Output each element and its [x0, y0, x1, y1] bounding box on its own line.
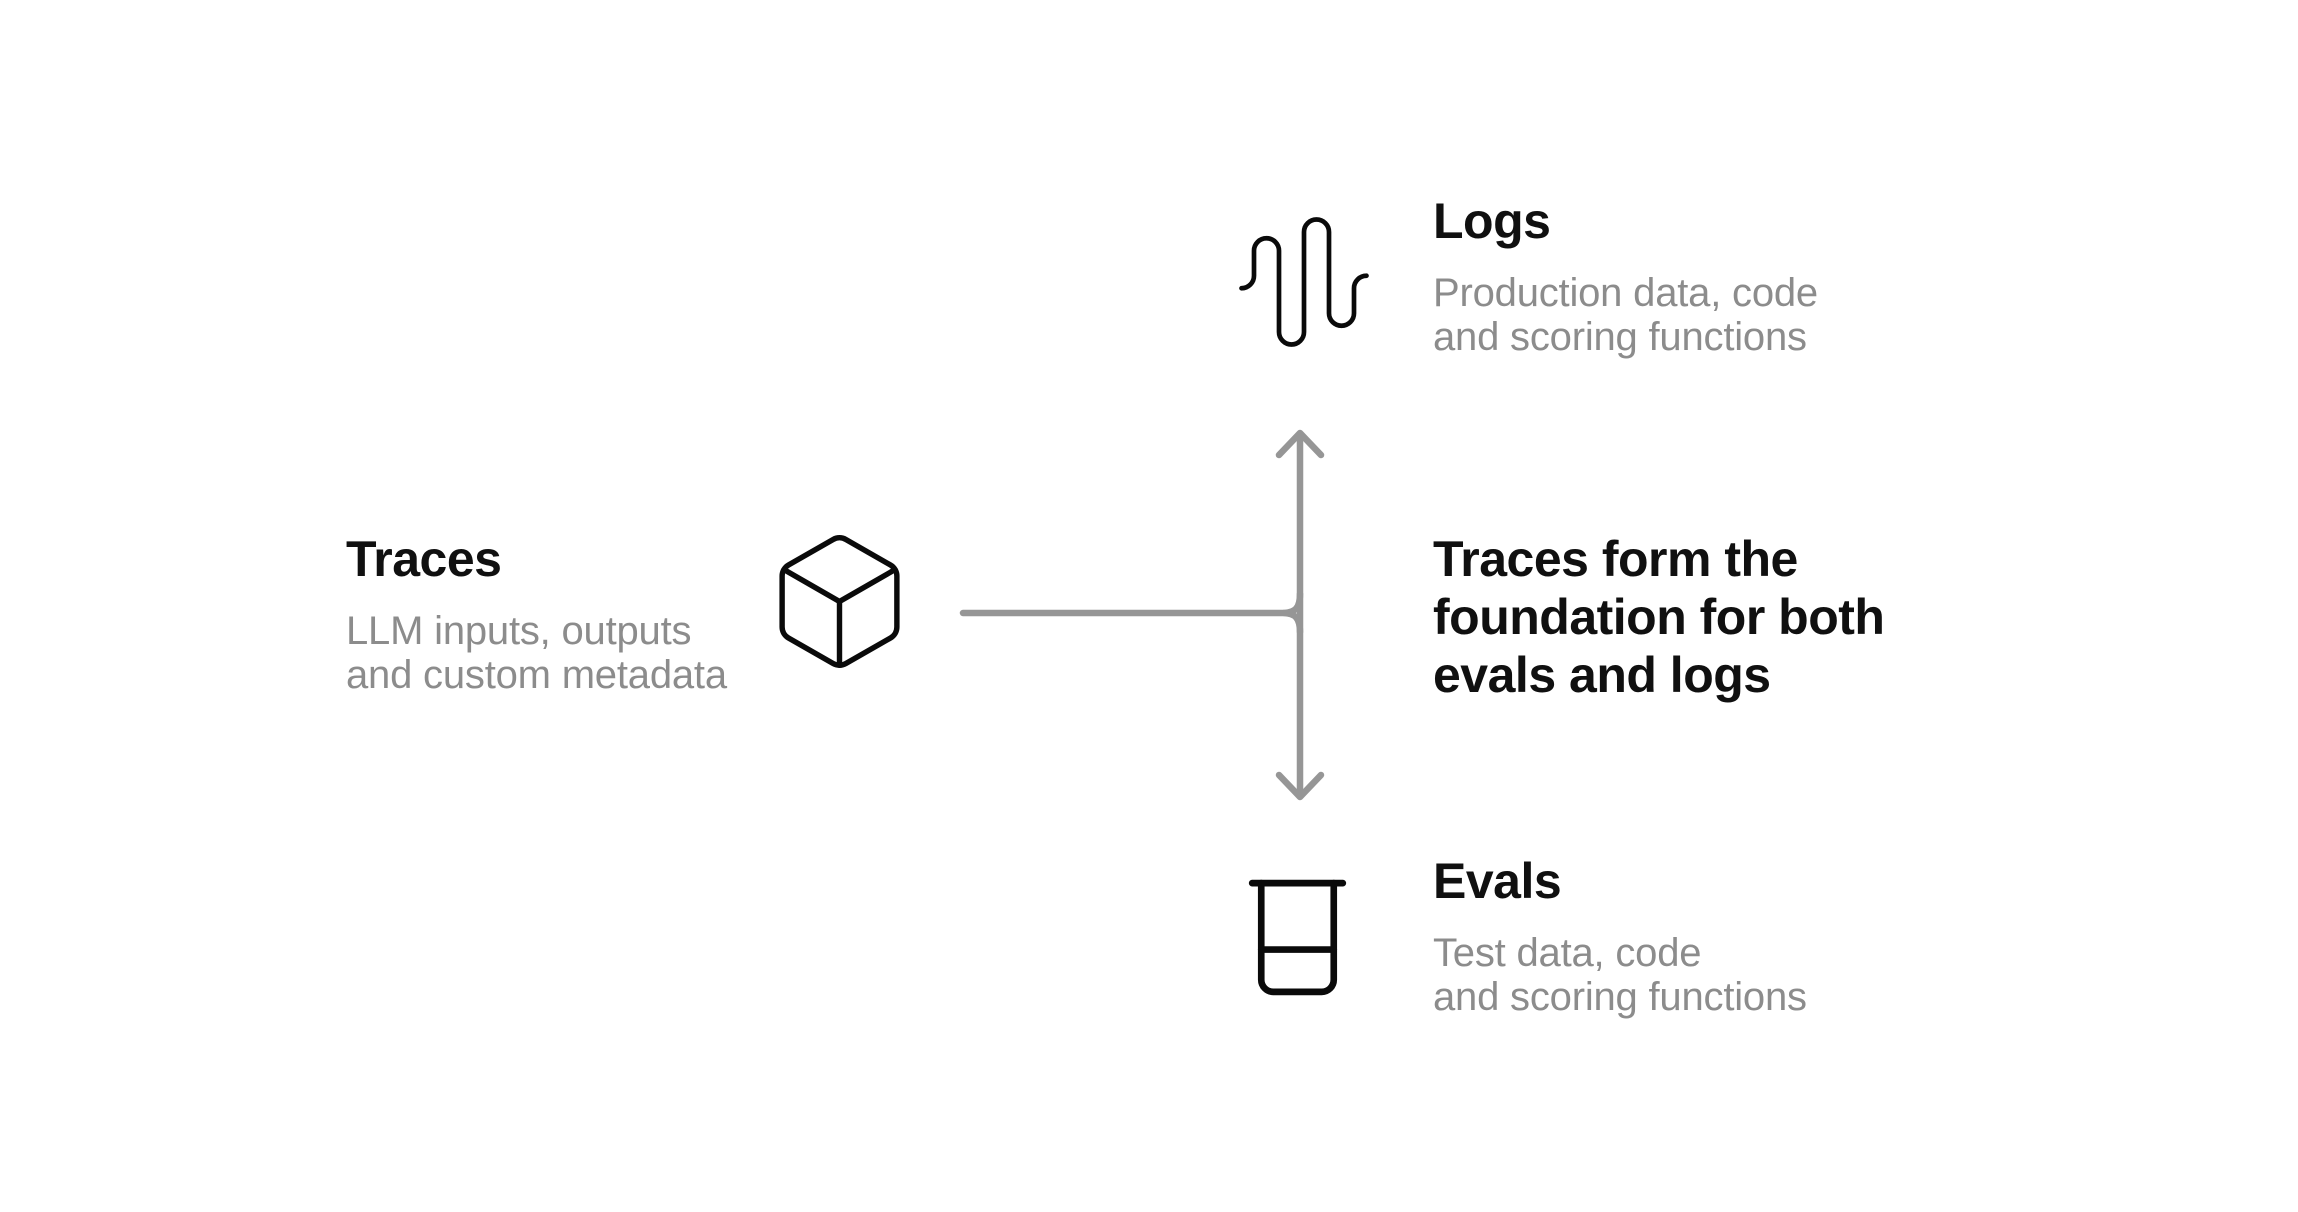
- annotation-paragraph: Traces form the foundation for both eval…: [1433, 531, 1885, 703]
- annotation-text: Traces form the foundation for both eval…: [1433, 530, 2133, 704]
- evals-title: Evals: [1433, 853, 1562, 909]
- beaker-icon: [1225, 865, 1370, 1010]
- evals-node: Evals Test data, code and scoring functi…: [1433, 851, 2133, 1019]
- traces-node: Traces LLM inputs, outputs and custom me…: [346, 529, 966, 697]
- traces-subtitle: LLM inputs, outputs and custom metadata: [346, 609, 727, 697]
- cube-outline: [779, 535, 900, 668]
- evals-subtitle: Test data, code and scoring functions: [1433, 931, 1807, 1019]
- split-connector: [940, 410, 1360, 830]
- cube-top-edges: [781, 566, 898, 605]
- logs-title: Logs: [1433, 193, 1551, 249]
- waveform-path: [1239, 217, 1369, 347]
- traces-title: Traces: [346, 531, 502, 587]
- logs-subtitle: Production data, code and scoring functi…: [1433, 271, 1818, 359]
- beaker-body: [1257, 879, 1338, 996]
- cube-icon: [763, 525, 916, 678]
- arrow-down-head: [1275, 771, 1325, 801]
- logs-node: Logs Production data, code and scoring f…: [1433, 191, 2133, 359]
- arrow-up-head: [1275, 429, 1325, 459]
- audio-waveform-icon: [1229, 207, 1379, 357]
